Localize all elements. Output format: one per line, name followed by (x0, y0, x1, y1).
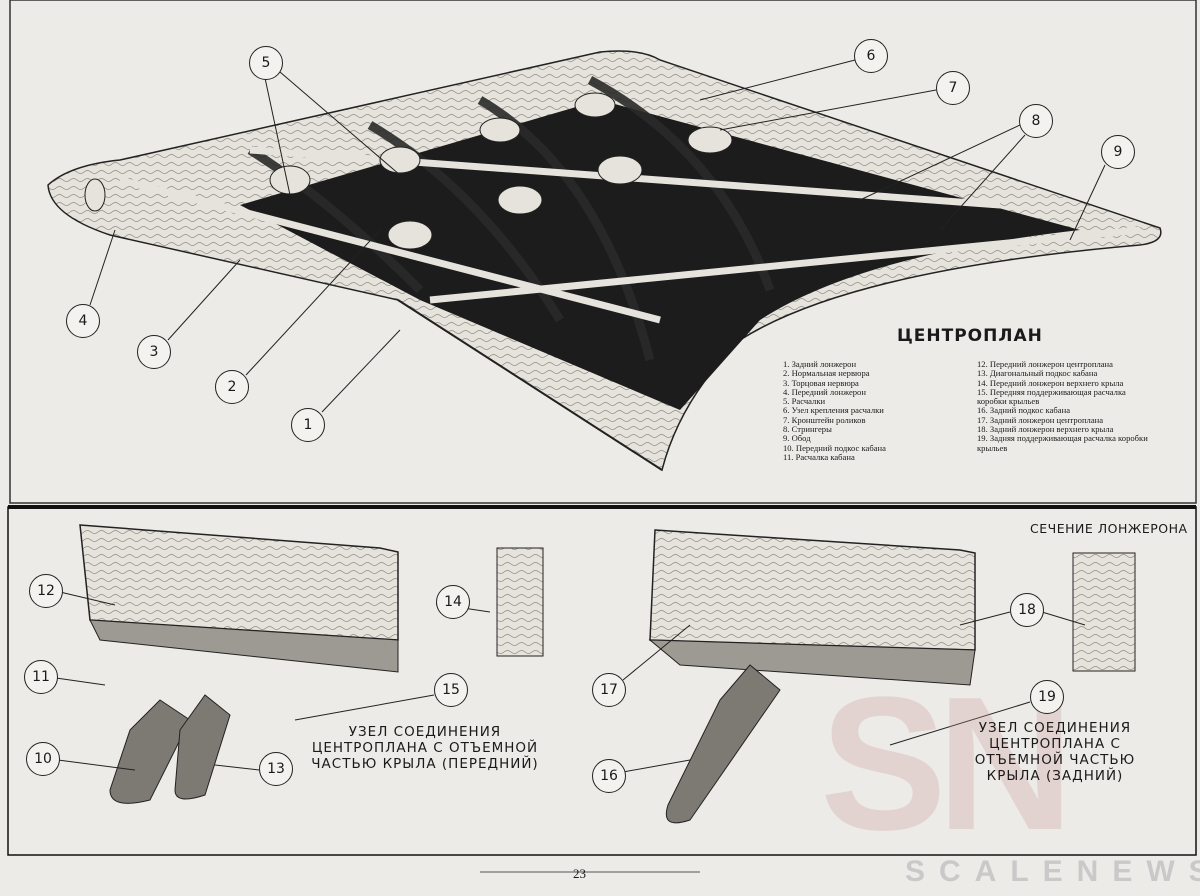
legend-right: 12. Передний лонжерон центроплана 13. Ди… (977, 359, 1149, 453)
callout-2: 2 (215, 370, 249, 404)
legend-item: 10. Передний подкос кабана (783, 442, 886, 453)
legend-item: 9. Обод (783, 433, 811, 444)
legend-item: 1. Задний лонжерон (783, 359, 857, 369)
legend-item: 11. Расчалка кабана (783, 451, 855, 462)
legend-item: 12. Передний лонжерон центроплана (977, 359, 1113, 369)
callout-14: 14 (436, 585, 470, 619)
center-section-wing (47, 50, 1162, 472)
legend-item: 13. Диагональный подкос кабана (977, 368, 1098, 379)
callout-7: 7 (936, 71, 970, 105)
callout-17: 17 (592, 673, 626, 707)
legend-item: 14. Передний лонжерон верхнего крыла (977, 377, 1124, 388)
callout-4: 4 (66, 304, 100, 338)
callout-9: 9 (1101, 135, 1135, 169)
callout-10: 10 (26, 742, 60, 776)
callout-19: 19 (1030, 680, 1064, 714)
legend-item: 5. Расчалки (783, 396, 826, 407)
page-number: 23 (573, 866, 586, 881)
callout-12: 12 (29, 574, 63, 608)
callout-1: 1 (291, 408, 325, 442)
callout-16: 16 (592, 759, 626, 793)
callout-8: 8 (1019, 104, 1053, 138)
callout-18: 18 (1010, 593, 1044, 627)
callout-15: 15 (434, 673, 468, 707)
legend-item: 2. Нормальная нервюра (783, 368, 870, 379)
legend-left: 1. Задний лонжерон 2. Нормальная нервюра… (783, 359, 963, 462)
legend-item: 17. Задний лонжерон центроплана (977, 414, 1104, 425)
leader-lines (55, 59, 1106, 773)
spar-section-label: СЕЧЕНИЕ ЛОНЖЕРОНА (1030, 521, 1188, 536)
watermark-text: SCALENEWS (905, 855, 1200, 888)
rear-joint-drawing (648, 529, 1136, 824)
legend-item: 7. Кронштейн роликов (783, 414, 866, 425)
front-joint-drawing (79, 524, 544, 804)
diagram-title: ЦЕНТРОПЛАН (897, 326, 1043, 346)
callout-3: 3 (137, 335, 171, 369)
top-frame (9, 0, 1197, 504)
callout-5: 5 (249, 46, 283, 80)
legend-item: 15. Передняя поддерживающая расчалка кор… (977, 386, 1126, 407)
legend-item: 4. Передний лонжерон (783, 386, 866, 397)
callout-13: 13 (259, 752, 293, 786)
caption-rear-joint: УЗЕЛ СОЕДИНЕНИЯ ЦЕНТРОПЛАНА С ОТЪЕМНОЙ Ч… (974, 720, 1136, 784)
legend-item: 6. Узел крепления расчалки (783, 405, 884, 416)
callout-6: 6 (854, 39, 888, 73)
legend-item: 18. Задний лонжерон верхнего крыла (977, 424, 1114, 435)
legend-item: 3. Торцовая нервюра (783, 377, 859, 388)
legend-item: 8. Стрингеры (783, 424, 832, 435)
callout-11: 11 (24, 660, 58, 694)
legend-item: 16. Задний подкос кабана (977, 405, 1071, 416)
caption-front-joint: УЗЕЛ СОЕДИНЕНИЯ ЦЕНТРОПЛАНА С ОТЪЕМНОЙ Ч… (311, 724, 539, 772)
legend-item: 19. Задняя поддерживающая расчалка короб… (977, 433, 1148, 453)
